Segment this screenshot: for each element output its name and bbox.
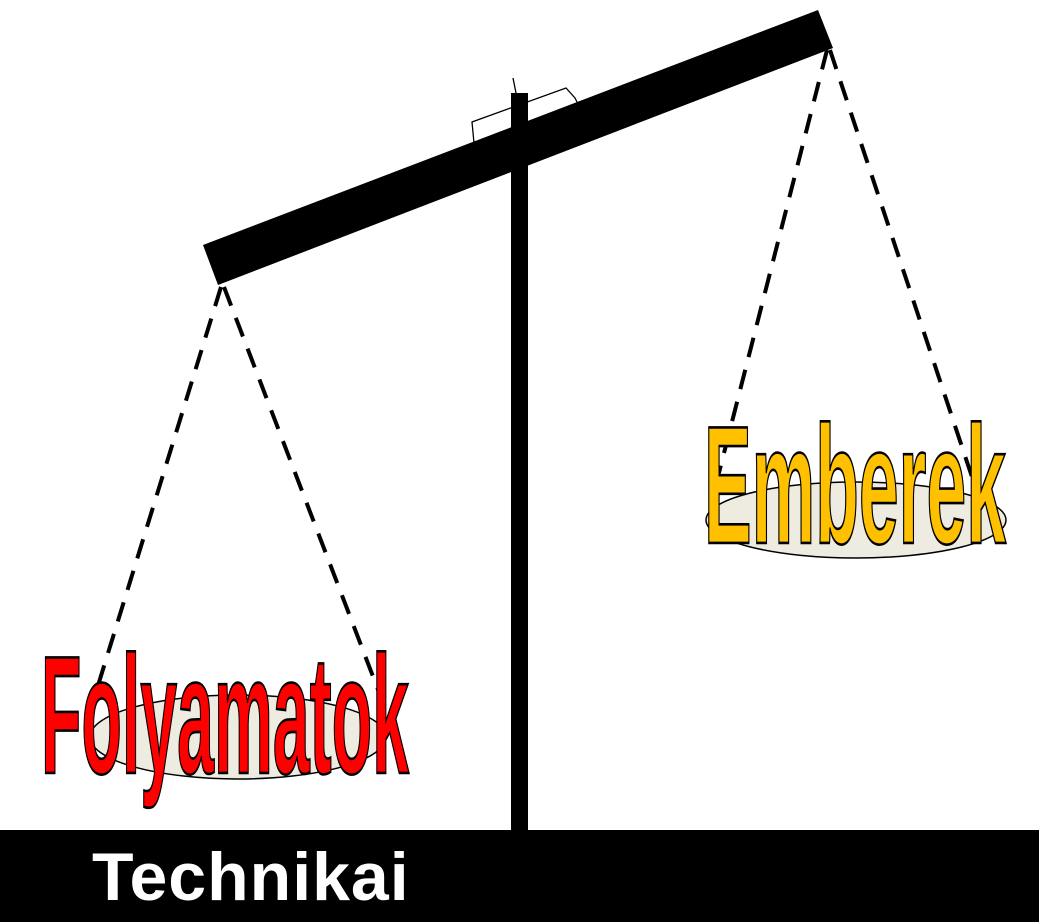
right-pan-label: Emberek bbox=[704, 391, 1006, 579]
right-pan-string-right bbox=[828, 49, 980, 496]
left-pan-string-left bbox=[90, 286, 223, 706]
left-pan bbox=[89, 694, 387, 780]
scale-post bbox=[511, 93, 528, 833]
right-pan-string-left bbox=[710, 49, 829, 501]
left-pan-string-right bbox=[222, 286, 384, 701]
pivot-bracket bbox=[471, 87, 579, 144]
right-pan bbox=[705, 481, 1007, 559]
left-pan-label: Folyamatok bbox=[41, 621, 409, 809]
scale-base bbox=[0, 830, 1039, 922]
base-label: Technikai bbox=[92, 839, 410, 915]
scale-beam bbox=[203, 10, 833, 285]
